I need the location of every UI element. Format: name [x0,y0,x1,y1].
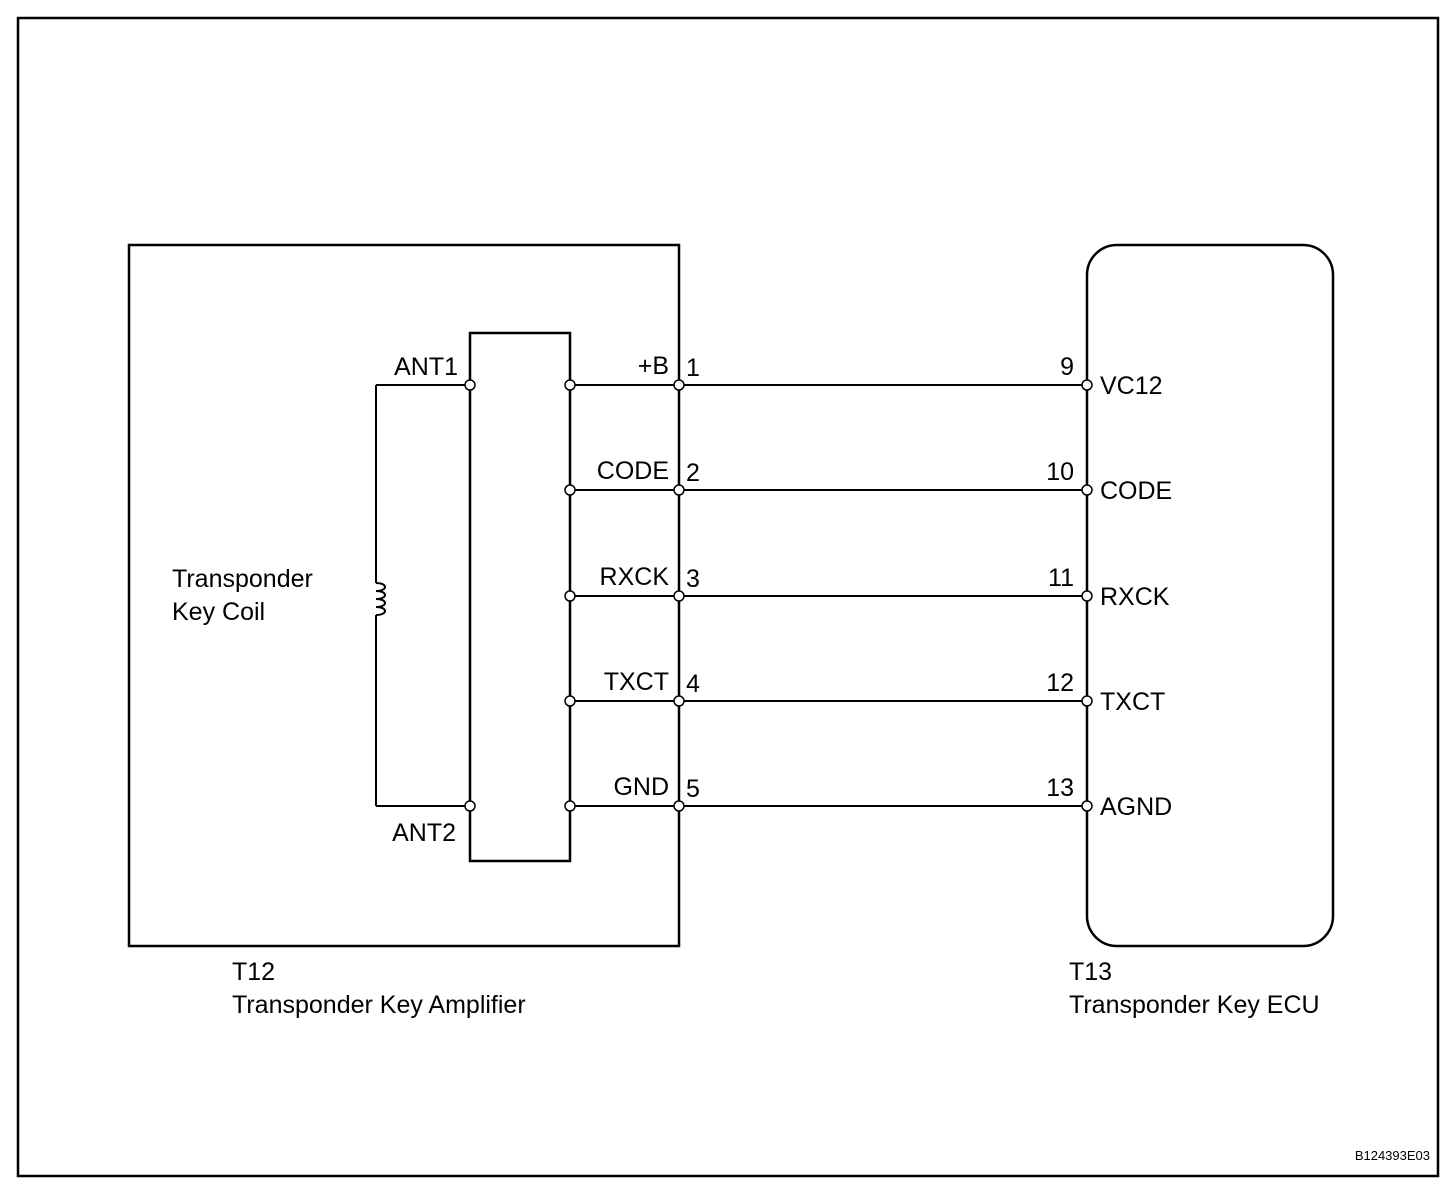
ecu-pin-number: 9 [1060,353,1074,381]
module-terminal [564,695,576,707]
amplifier-connector-pin [673,695,685,707]
coil-circuit [375,379,476,812]
amplifier-name: Transponder Key Amplifier [232,991,526,1019]
ecu-pin-number: 11 [1048,564,1074,592]
ecu-signal-label: VC12 [1100,372,1163,400]
module-terminal [564,800,576,812]
coil-label-line1: Transponder [172,565,313,593]
diagram-frame [16,16,1440,1178]
ecu-connector-pin [1081,484,1093,496]
amplifier-pin-number: 4 [686,670,700,698]
coil-label-line2: Key Coil [172,598,265,626]
ecu-name: Transponder Key ECU [1069,991,1320,1019]
inductor-symbol [375,582,386,616]
amplifier-signal-label: TXCT [604,668,669,696]
amplifier-connector-pin [673,379,685,391]
ant1-label: ANT1 [394,353,458,381]
ecu-connector-pin [1081,695,1093,707]
ecu-pin-number: 13 [1046,774,1074,802]
module-terminal [564,379,576,391]
amplifier-pin-number: 2 [686,459,700,487]
ecu-pin-number: 10 [1046,458,1074,486]
ecu-connector-pin [1081,590,1093,602]
amplifier-signal-label: CODE [597,457,669,485]
ecu-connector-pin [1081,800,1093,812]
amplifier-code: T12 [232,958,275,986]
ecu-connector-pin [1081,379,1093,391]
ecu-pin-number: 12 [1046,669,1074,697]
amplifier-pin-number: 1 [686,354,700,382]
ecu-signal-label: CODE [1100,477,1172,505]
module-terminal [564,590,576,602]
amplifier-connector-pin [673,590,685,602]
ant2-terminal [464,800,476,812]
amplifier-connector-pin [673,800,685,812]
amplifier-signal-label: +B [638,352,669,380]
ant1-terminal [464,379,476,391]
diagram-id: B124393E03 [1355,1148,1430,1163]
amplifier-inner-module [468,331,572,863]
ecu-signal-label: RXCK [1100,583,1170,611]
amplifier-pin-number: 3 [686,565,700,593]
amplifier-signal-label: RXCK [600,563,670,591]
amplifier-connector-pin [673,484,685,496]
ecu-signal-label: AGND [1100,793,1172,821]
amplifier-pin-number: 5 [686,775,700,803]
ant2-label: ANT2 [392,819,456,847]
ecu-signal-label: TXCT [1100,688,1165,716]
module-terminal [564,484,576,496]
amplifier-signal-label: GND [613,773,669,801]
ecu-code: T13 [1069,958,1112,986]
